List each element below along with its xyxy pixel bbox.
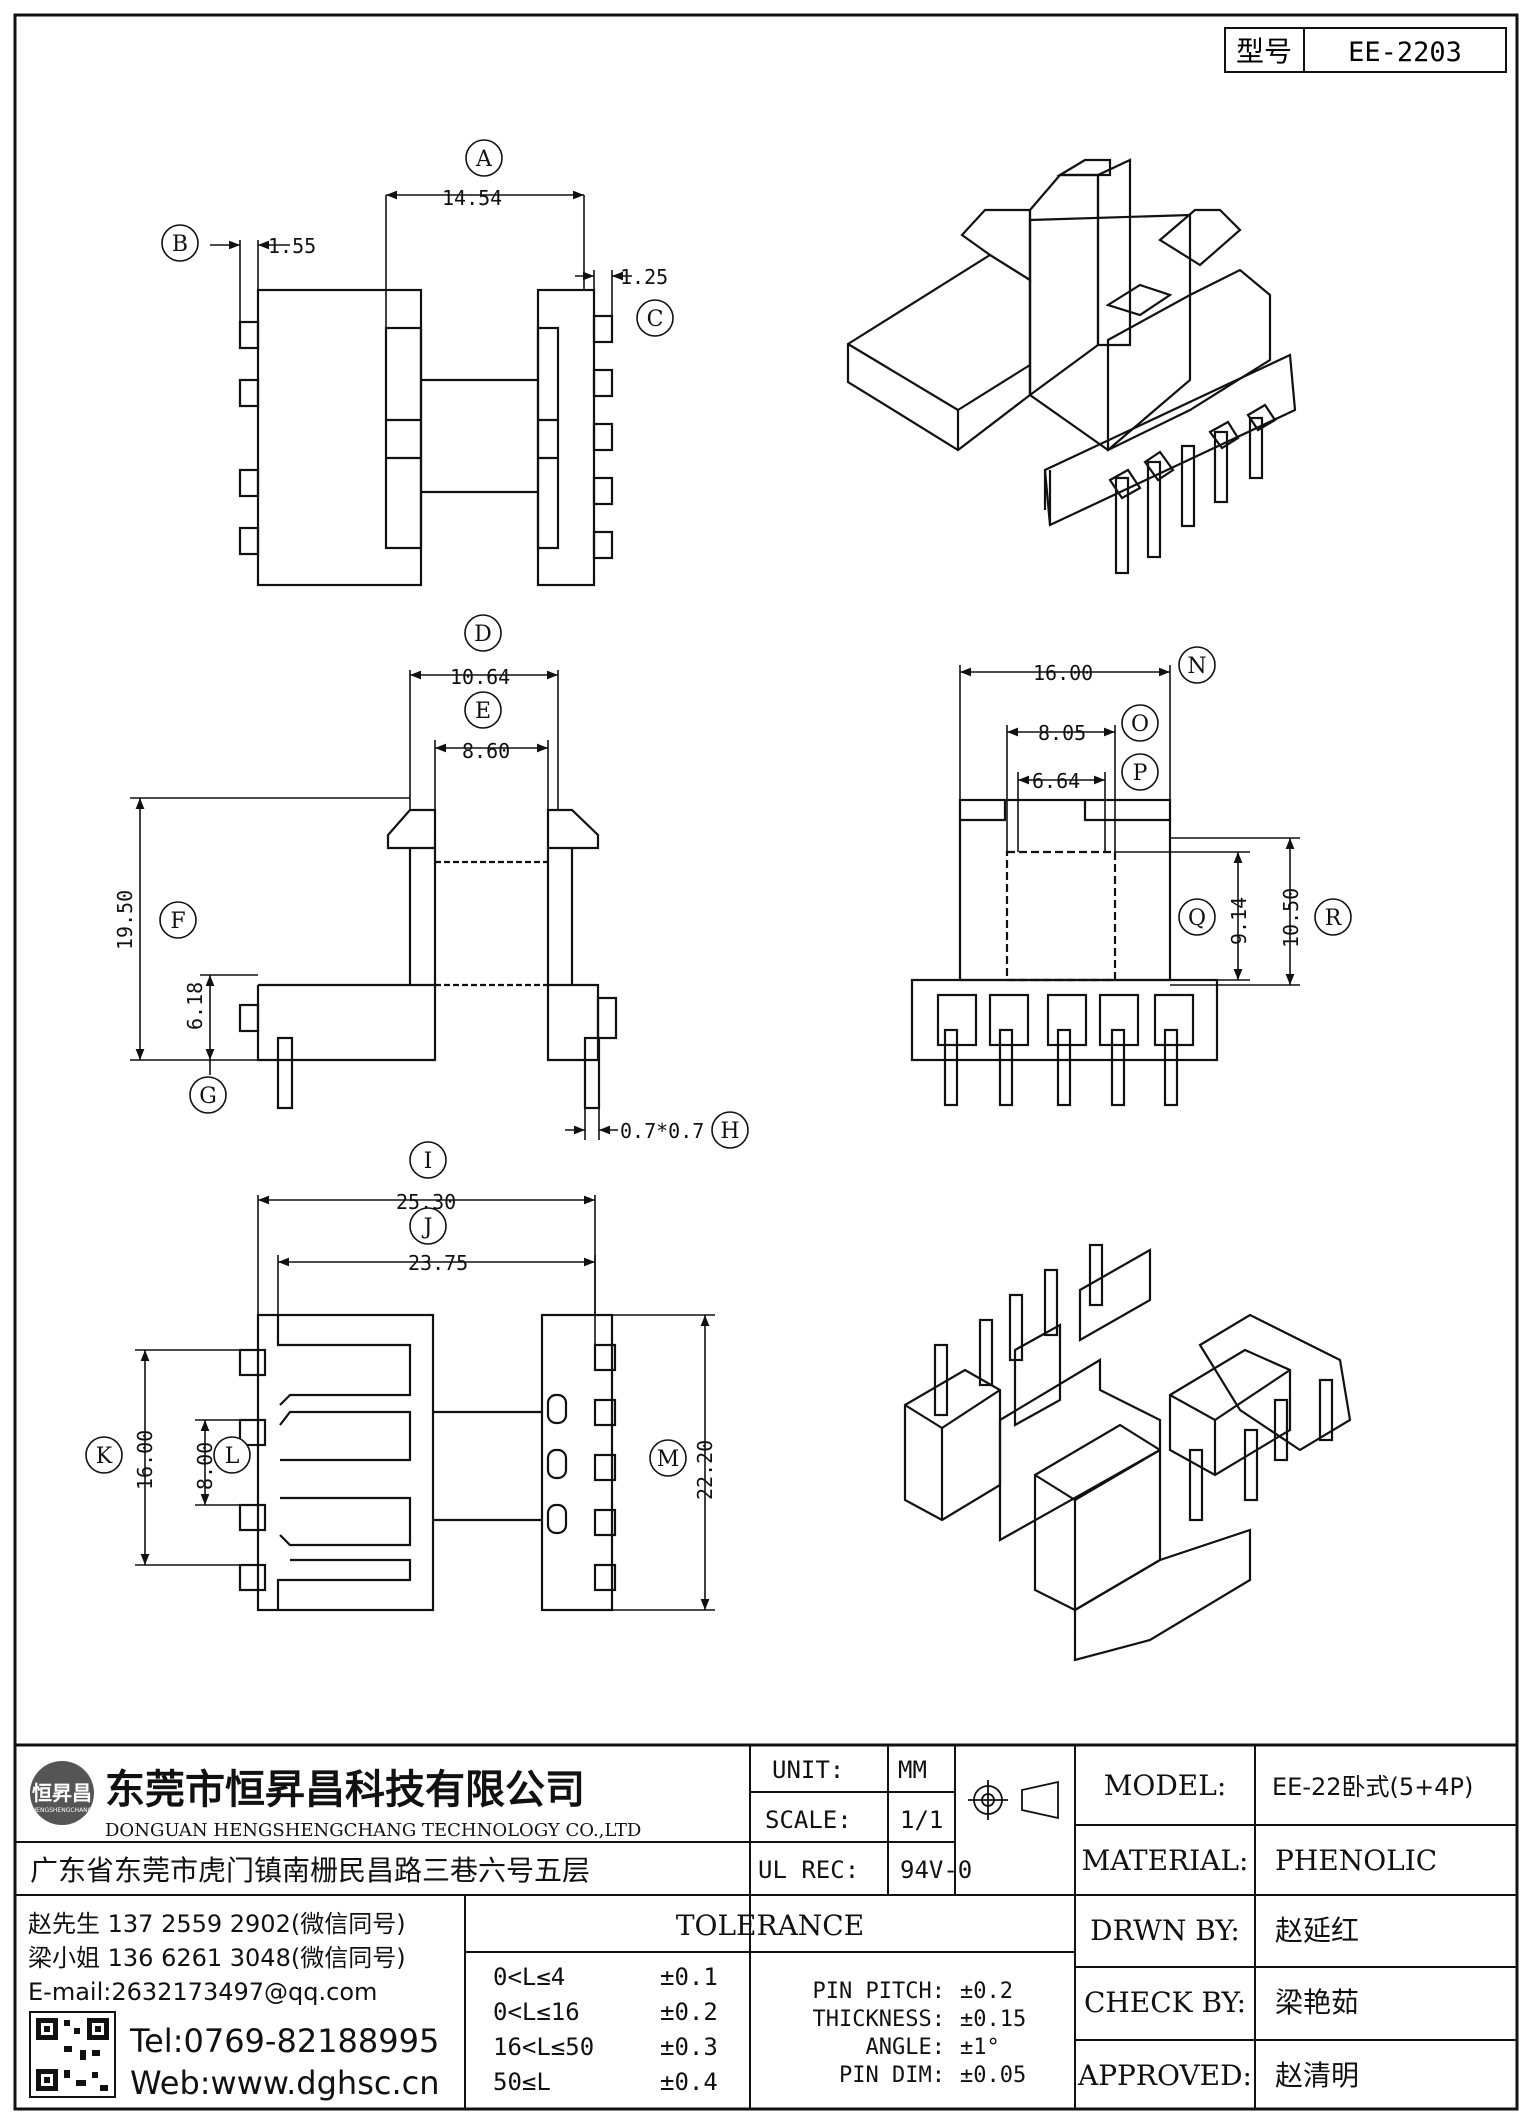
info-drawn-value: 赵延红 <box>1275 1914 1359 1947</box>
callout-l: L <box>225 1444 240 1469</box>
projection-symbol-icon <box>968 1780 1059 1820</box>
info-check-value: 梁艳茹 <box>1275 1986 1359 2019</box>
side-view <box>910 798 1219 1107</box>
tol-range-2: 0<L≤16 <box>493 1998 580 2026</box>
thickness-label: THICKNESS: <box>813 2007 945 2032</box>
thickness-value: ±0.15 <box>960 2007 1026 2032</box>
svg-text:HENGSHENGCHANG: HENGSHENGCHANG <box>32 1807 93 1814</box>
callout-h: H <box>720 1119 739 1144</box>
callout-a: A <box>475 147 493 172</box>
callout-r: R <box>1325 906 1343 931</box>
callout-e: E <box>475 699 491 724</box>
dim-q-value: 9.14 <box>1227 897 1251 945</box>
angle-label: ANGLE: <box>866 2035 945 2060</box>
contact-zhao: 赵先生 137 2559 2902(微信同号) <box>28 1910 406 1938</box>
info-material-label: MATERIAL: <box>1082 1844 1249 1877</box>
top-view <box>238 288 614 587</box>
callout-f: F <box>170 909 185 934</box>
callout-o: O <box>1131 712 1149 737</box>
tolerance-title: TOLERANCE <box>676 1909 864 1942</box>
dim-a-value: 14.54 <box>442 186 502 210</box>
dim-k-value: 16.00 <box>133 1430 157 1490</box>
pin-pitch-value: ±0.2 <box>960 1979 1013 2004</box>
callout-d: D <box>474 622 492 647</box>
dim-g-value: 6.18 <box>183 982 207 1030</box>
iso-view-bottom <box>903 1243 1352 1662</box>
callout-p: P <box>1133 761 1148 786</box>
dim-d-value: 10.64 <box>450 665 510 689</box>
info-approved-label: APPROVED: <box>1077 2059 1252 2092</box>
tol-value-4: ±0.4 <box>660 2068 718 2096</box>
dim-o-value: 8.05 <box>1038 721 1086 745</box>
tol-value-2: ±0.2 <box>660 1998 718 2026</box>
tol-value-1: ±0.1 <box>660 1963 718 1991</box>
dim-f-value: 19.50 <box>113 890 137 950</box>
callout-m: M <box>657 1447 680 1472</box>
model-number-box: 型号 EE-2203 <box>1224 27 1507 73</box>
dim-e-value: 8.60 <box>462 739 510 763</box>
pin-dim-label: PIN DIM: <box>839 2063 945 2088</box>
company-name-en: DONGUAN HENGSHENGCHANG TECHNOLOGY CO.,LT… <box>105 1820 641 1841</box>
info-model-value: EE-22卧式(5+4P) <box>1272 1773 1473 1801</box>
dim-p-value: 6.64 <box>1032 769 1080 793</box>
callout-i: I <box>424 1149 433 1174</box>
info-drawn-label: DRWN BY: <box>1090 1914 1240 1947</box>
info-model-label: MODEL: <box>1104 1769 1227 1802</box>
tol-range-3: 16<L≤50 <box>493 2033 594 2061</box>
info-material-value: PHENOLIC <box>1275 1844 1437 1877</box>
qr-code <box>29 2011 116 2098</box>
info-approved-value: 赵清明 <box>1275 2059 1359 2092</box>
dim-c-value: 1.25 <box>620 265 668 289</box>
scale-label: SCALE: <box>765 1806 852 1834</box>
dim-l-value: 8.00 <box>193 1442 217 1490</box>
callout-n: N <box>1187 654 1206 679</box>
bottom-view <box>238 1313 617 1612</box>
company-address: 广东省东莞市虎门镇南栅民昌路三巷六号五层 <box>30 1854 590 1887</box>
contact-tel: Tel:0769-82188995 <box>129 2022 439 2060</box>
contact-web: Web:www.dghsc.cn <box>130 2064 440 2102</box>
tol-range-4: 50≤L <box>493 2068 551 2096</box>
scale-value: 1/1 <box>900 1806 943 1834</box>
dim-h-value: 0.7*0.7 <box>620 1119 704 1143</box>
unit-value: MM <box>898 1756 927 1784</box>
unit-label: UNIT: <box>772 1756 844 1784</box>
callout-c: C <box>647 307 664 332</box>
company-logo: 恒昇昌 HENGSHENGCHANG <box>30 1761 94 1825</box>
dim-n-value: 16.00 <box>1033 661 1093 685</box>
svg-text:恒昇昌: 恒昇昌 <box>32 1781 92 1805</box>
callout-g: G <box>199 1084 217 1109</box>
contact-email: E-mail:2632173497@qq.com <box>28 1978 377 2006</box>
tol-range-1: 0<L≤4 <box>493 1963 565 1991</box>
sheet-border <box>13 13 1519 2111</box>
model-number-label: 型号 <box>1236 35 1292 68</box>
ulrec-value: 94V-0 <box>900 1856 972 1884</box>
pin-pitch-label: PIN PITCH: <box>813 1979 945 2004</box>
dim-m-value: 22.20 <box>693 1440 717 1500</box>
callout-b: B <box>172 232 188 257</box>
title-block <box>15 1743 1517 2109</box>
callout-q: Q <box>1188 906 1206 931</box>
iso-view-top <box>846 158 1297 575</box>
ulrec-label: UL REC: <box>758 1856 859 1884</box>
contact-liang: 梁小姐 136 6261 3048(微信同号) <box>28 1944 406 1972</box>
dim-r-value: 10.50 <box>1279 888 1303 948</box>
angle-value: ±1° <box>960 2035 1000 2060</box>
dim-j-value: 23.75 <box>408 1251 468 1275</box>
model-number-value: EE-2203 <box>1348 37 1462 68</box>
callout-k: K <box>96 1444 113 1469</box>
info-check-label: CHECK BY: <box>1084 1986 1246 2019</box>
pin-dim-value: ±0.05 <box>960 2063 1026 2088</box>
callout-j: J <box>422 1215 433 1240</box>
tol-value-3: ±0.3 <box>660 2033 718 2061</box>
company-name-cn: 东莞市恒昇昌科技有限公司 <box>105 1767 585 1813</box>
dim-b-value: 1.55 <box>268 234 316 258</box>
front-view <box>238 808 618 1110</box>
